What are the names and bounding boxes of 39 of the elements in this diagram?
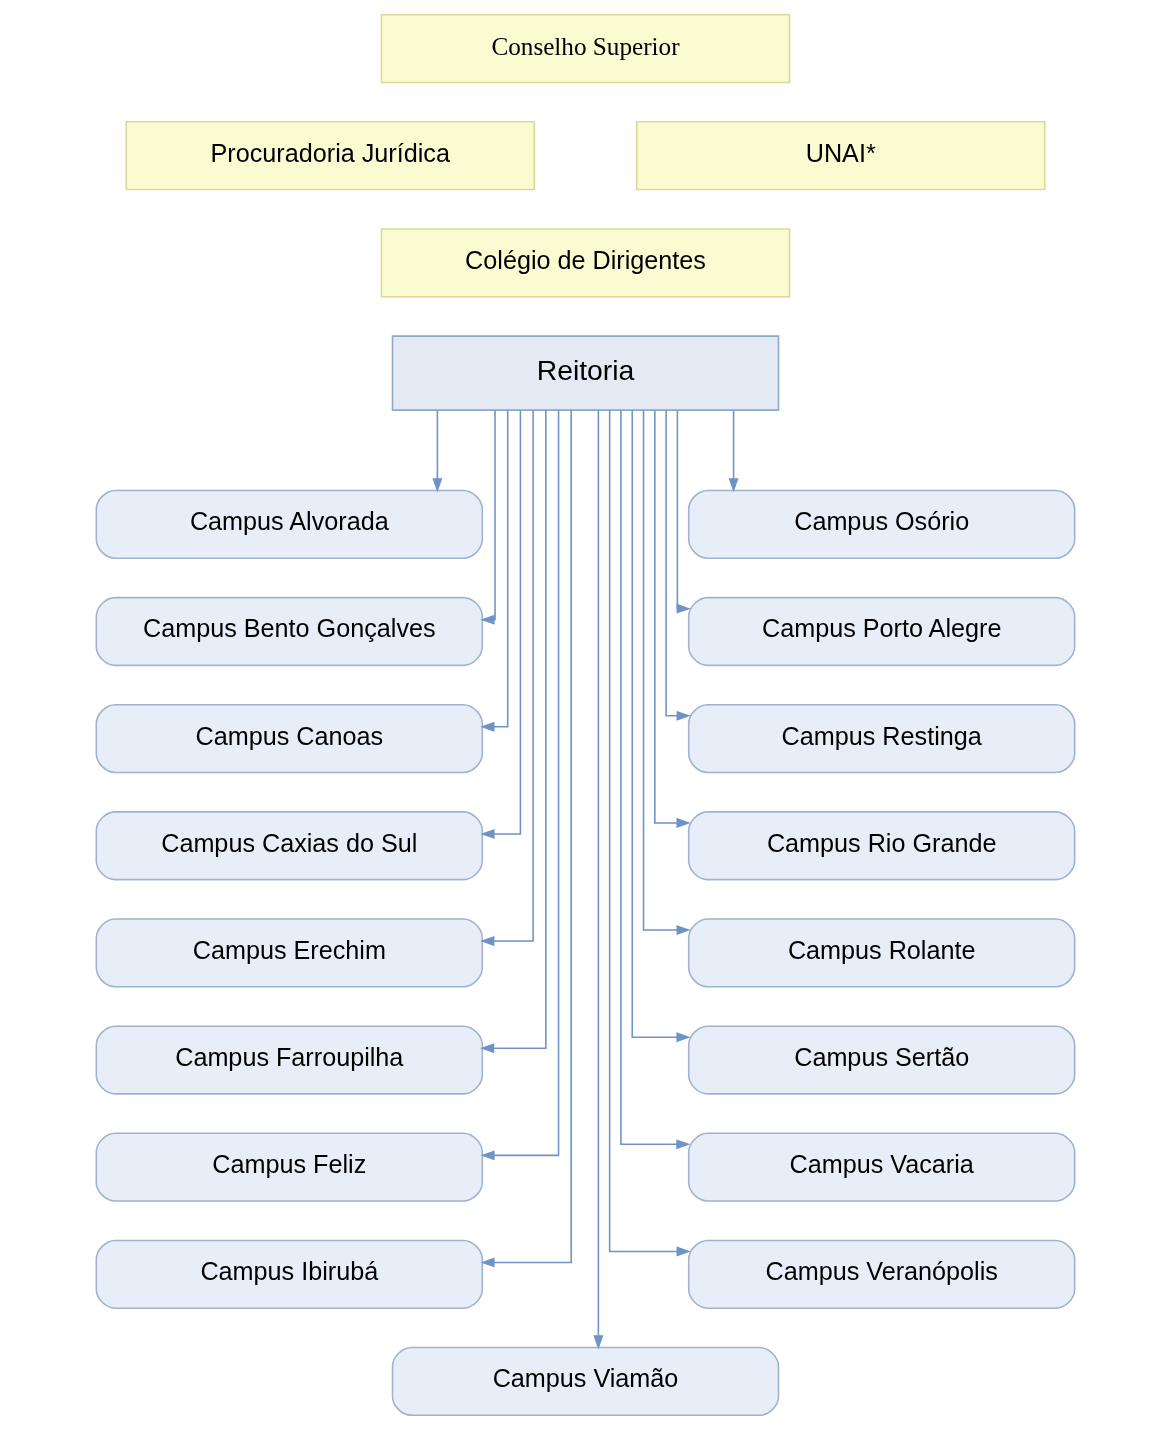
node-box: Campus Restinga <box>687 703 1075 774</box>
arrow <box>431 409 442 493</box>
arrow <box>676 409 691 614</box>
node-box: Campus Sertão <box>687 1025 1075 1095</box>
node-box: Reitoria <box>391 335 779 411</box>
arrow <box>479 410 521 839</box>
node-box: Campus Canoas <box>95 703 483 774</box>
node-box: Campus Viamão <box>391 1346 779 1417</box>
node-box: Campus Rolante <box>687 918 1075 988</box>
arrow <box>630 409 691 1043</box>
node-box: Campus Caxias do Sul <box>95 811 483 881</box>
node-box: Campus Feliz <box>95 1132 483 1202</box>
arrow <box>664 409 691 721</box>
node-box: Campus Erechim <box>95 918 483 988</box>
arrow <box>479 409 547 1054</box>
node-box: Campus Alvorada <box>95 489 483 560</box>
node-box: Campus Rio Grande <box>687 811 1075 881</box>
arrow <box>619 409 690 1150</box>
arrow <box>728 409 739 493</box>
node-box: Campus Porto Alegre <box>687 596 1075 667</box>
arrow <box>642 409 691 936</box>
arrow <box>479 409 572 1268</box>
node-box: Campus Vacaria <box>687 1132 1075 1202</box>
node-box: Campus Osório <box>687 489 1075 560</box>
node-box: Campus Ibirubá <box>95 1239 483 1309</box>
arrow <box>653 409 691 828</box>
arrow <box>479 409 508 732</box>
node-box: Campus Veranópolis <box>687 1239 1075 1309</box>
arrow <box>592 409 603 1350</box>
node-box: Conselho Superior <box>380 13 790 84</box>
node-box: UNAI* <box>635 121 1046 191</box>
node-box: Campus Farroupilha <box>95 1025 483 1095</box>
arrow <box>479 409 559 1161</box>
arrow <box>608 409 691 1257</box>
arrow <box>479 409 496 625</box>
node-box: Colégio de Dirigentes <box>380 228 790 298</box>
node-box: Campus Bento Gonçalves <box>95 596 483 667</box>
arrow <box>479 409 534 947</box>
node-box: Procuradoria Jurídica <box>124 121 535 191</box>
